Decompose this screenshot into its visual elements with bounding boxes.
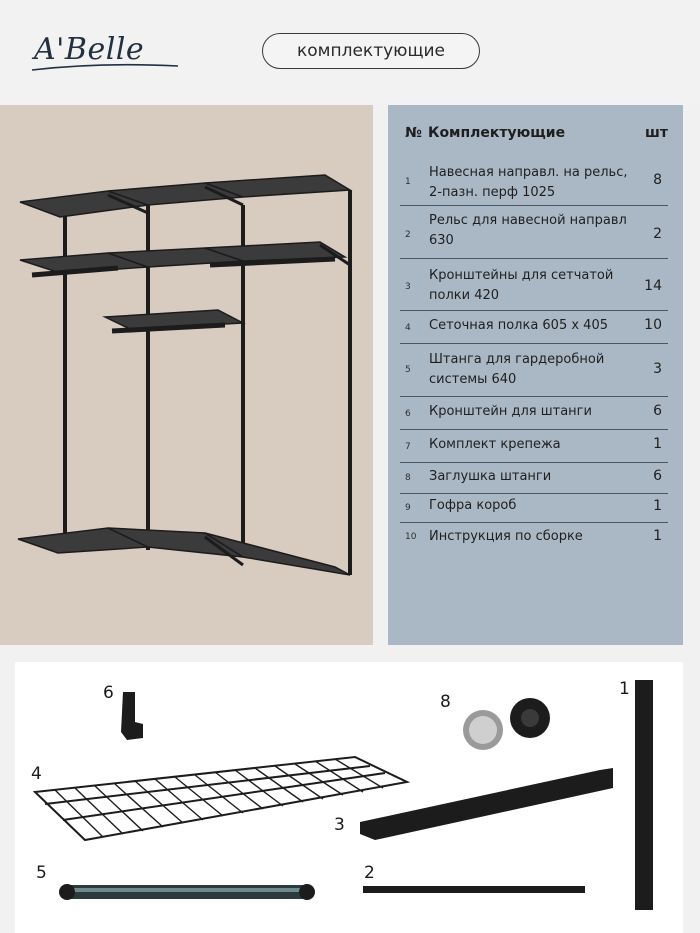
row-qty: 6 [653,468,662,484]
row-num: 7 [405,442,411,452]
table-row: 8 Заглушка штанги 6 [400,462,668,494]
part-label-2: 2 [364,863,375,883]
table-row: 9 Гофра короб 1 [400,493,668,523]
row-qty: 10 [644,317,662,333]
row-name: Инструкция по сборке [429,529,583,544]
parts-illustration [32,680,653,910]
row-name: Штанга для гардеробной системы 640 [429,352,605,387]
row-name: Комплект крепежа [429,437,561,452]
row-name: Кронштейн для штанги [429,404,592,419]
row-qty: 2 [653,226,662,242]
row-qty: 1 [653,498,662,514]
part-label-8: 8 [440,692,451,712]
row-qty: 3 [653,361,662,377]
header: A'Belle комплектующие [0,0,700,105]
row-qty: 8 [653,172,662,188]
row-name: Заглушка штанги [429,469,552,484]
col-header-qty: шт [645,125,668,141]
row-qty: 1 [653,528,662,544]
components-table-panel [388,105,683,645]
logo-swoosh-icon [31,63,179,71]
row-num: 2 [405,230,411,240]
table-row: 2 Рельс для навесной направл 630 2 [400,205,668,259]
col-header-name: Комплектующие [428,125,566,141]
row-name: Рельс для навесной направл 630 [429,213,627,248]
part-label-6: 6 [103,683,114,703]
wardrobe-illustration [17,174,353,576]
row-num: 9 [405,503,411,513]
row-num: 8 [405,473,411,483]
row-name: Гофра короб [429,498,517,513]
page-title: комплектующие [262,33,480,69]
brand-logo: A'Belle [34,32,145,67]
row-num: 4 [405,323,411,333]
part-label-3: 3 [334,815,345,835]
row-num: 10 [405,532,417,542]
row-name: Кронштейны для сетчатой полки 420 [429,268,614,303]
table-row: 6 Кронштейн для штанги 6 [400,396,668,430]
row-name: Навесная направл. на рельс, 2-пазн. перф… [429,165,628,200]
row-qty: 1 [653,436,662,452]
table-row: 3 Кронштейны для сетчатой полки 420 14 [400,258,668,311]
table-row: 1 Навесная направл. на рельс, 2-пазн. пе… [400,160,668,206]
row-num: 6 [405,409,411,419]
row-name: Сеточная полка 605 х 405 [429,318,608,333]
col-header-num: № [405,125,422,141]
table-row: 10 Инструкция по сборке 1 [400,522,668,554]
table-row: 5 Штанга для гардеробной системы 640 3 [400,343,668,397]
part-label-1: 1 [619,679,630,699]
wardrobe-system-image [0,105,373,645]
row-num: 1 [405,177,411,187]
parts-illustration-panel [15,662,683,933]
row-qty: 6 [653,403,662,419]
part-label-5: 5 [36,863,47,883]
row-num: 3 [405,282,411,292]
part-label-4: 4 [31,764,42,784]
table-row: 7 Комплект крепежа 1 [400,429,668,463]
table-row: 4 Сеточная полка 605 х 405 10 [400,310,668,344]
row-num: 5 [405,365,411,375]
row-qty: 14 [644,278,662,294]
